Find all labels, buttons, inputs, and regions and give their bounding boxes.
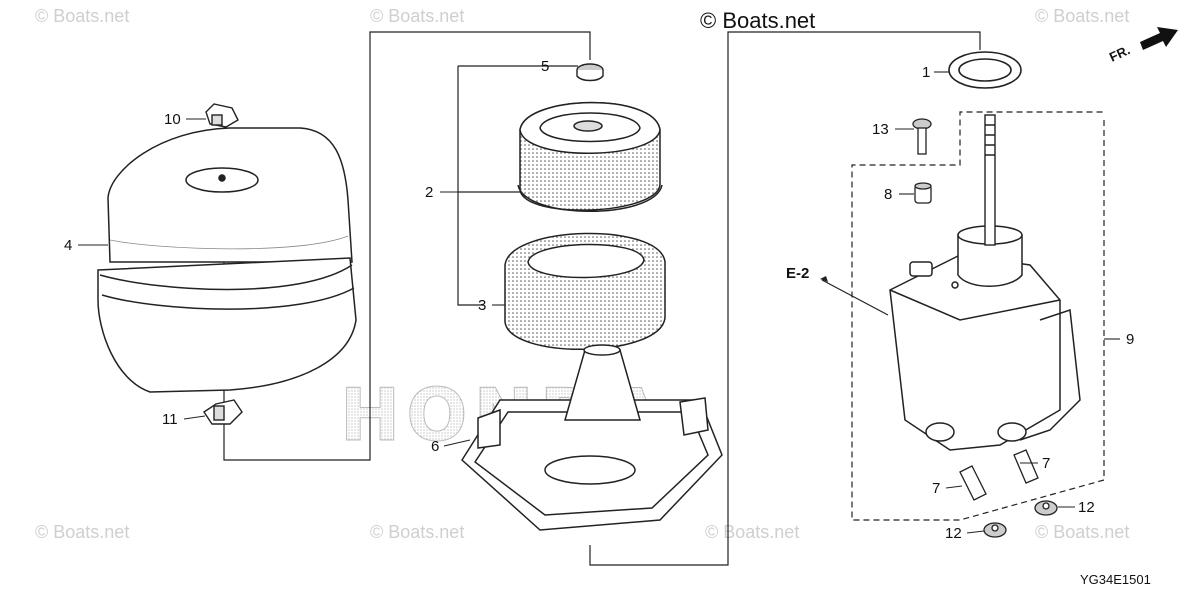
bracket-elbow-group <box>851 111 1105 521</box>
air-cleaner-elbow <box>889 225 1081 451</box>
wing-nut-top <box>205 103 239 128</box>
callout-5: 5 <box>541 58 549 75</box>
grommet <box>576 63 604 82</box>
callout-9: 9 <box>1126 331 1134 348</box>
callout-8: 8 <box>884 186 892 203</box>
paper-filter-element <box>517 101 663 212</box>
flange-nut-left <box>983 522 1007 538</box>
air-cleaner-case <box>461 344 723 531</box>
front-direction-indicator: FR. <box>1107 27 1178 65</box>
callout-7-right: 7 <box>1042 455 1050 472</box>
callout-1: 1 <box>922 64 930 81</box>
watermark-top-left: © Boats.net <box>35 6 129 26</box>
wing-nut-bottom <box>203 399 243 425</box>
callout-7-left: 7 <box>932 480 940 497</box>
watermark-top-right: © Boats.net <box>1035 6 1129 26</box>
front-label: FR. <box>1107 42 1132 64</box>
watermark-bottom-left: © Boats.net <box>35 522 129 542</box>
callout-13: 13 <box>872 121 889 138</box>
callout-6: 6 <box>431 438 439 455</box>
watermark-top-center: © Boats.net <box>370 6 464 26</box>
reference-label: E-2 <box>786 265 809 282</box>
callout-10: 10 <box>164 111 181 128</box>
bracket-case-group <box>589 31 981 566</box>
gasket-ring <box>948 51 1022 89</box>
leader-lines <box>78 65 1120 534</box>
watermark-bottom-center-left: © Boats.net <box>370 522 464 542</box>
air-cleaner-cover <box>97 127 357 393</box>
callout-12-right: 12 <box>1078 499 1095 516</box>
front-arrow-icon <box>1140 27 1178 50</box>
callout-12-left: 12 <box>945 525 962 542</box>
bolt <box>912 118 932 155</box>
flange-nut-right <box>1034 500 1058 516</box>
watermark-bottom-right: © Boats.net <box>1035 522 1129 542</box>
watermark-bottom-center-right: © Boats.net <box>705 522 799 542</box>
callout-11: 11 <box>162 411 178 428</box>
collar <box>914 182 932 204</box>
callout-2: 2 <box>425 184 433 201</box>
stud-bolt <box>984 114 996 246</box>
reference-pointer: E-2 <box>786 265 889 316</box>
callout-4: 4 <box>64 237 72 254</box>
callout-3: 3 <box>478 297 486 314</box>
collar-left <box>959 465 987 501</box>
watermark-main: © Boats.net <box>700 8 815 33</box>
diagram-code: YG34E1501 <box>1080 572 1151 587</box>
foam-pre-filter <box>504 232 666 350</box>
collar-right <box>1013 449 1039 484</box>
